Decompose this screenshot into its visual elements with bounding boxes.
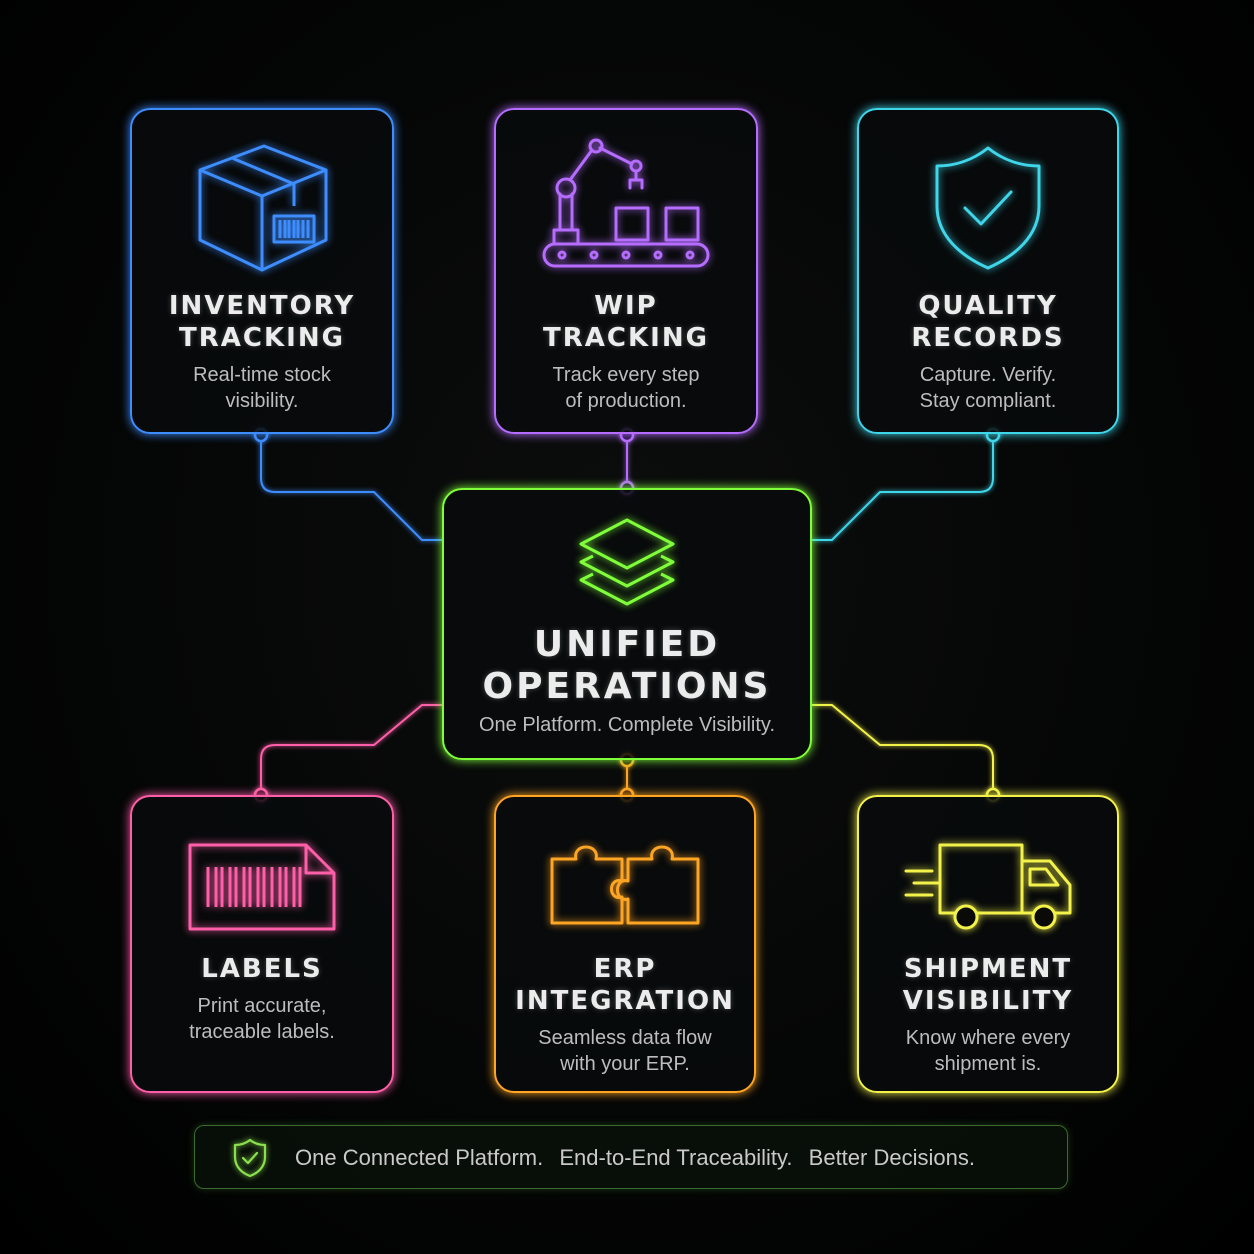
robot-arm-conveyor-icon (496, 138, 756, 272)
shipment-visibility-card: SHIPMENT VISIBILITY Know where every shi… (857, 795, 1119, 1093)
module-description: Capture. Verify. Stay compliant. (919, 364, 1057, 412)
box-barcode-icon (132, 140, 392, 274)
hub-title: UNIFIED OPERATIONS (482, 624, 772, 707)
footer-phrase: Better Decisions. (808, 1145, 975, 1170)
shield-check-icon (859, 144, 1117, 272)
module-title: INVENTORY TRACKING (168, 291, 356, 353)
module-title: LABELS (201, 954, 323, 984)
module-title: WIP TRACKING (543, 291, 709, 353)
quality-records-card: QUALITY RECORDS Capture. Verify. Stay co… (857, 108, 1119, 434)
wire-shipment (812, 704, 994, 795)
footer-text: One Connected Platform. End-to-End Trace… (295, 1144, 985, 1172)
footer-phrase: One Connected Platform. (295, 1145, 544, 1170)
wire-labels (260, 704, 442, 795)
inventory-tracking-card: INVENTORY TRACKING Real-time stock visib… (130, 108, 394, 434)
barcode-label-icon (132, 841, 392, 933)
erp-integration-card: ERP INTEGRATION Seamless data flow with … (494, 795, 756, 1093)
module-description: Print accurate, traceable labels. (189, 995, 335, 1043)
module-title: ERP INTEGRATION (515, 954, 735, 1016)
module-description: Track every step of production. (552, 364, 700, 412)
footer-tagline-bar: One Connected Platform. End-to-End Trace… (194, 1125, 1068, 1189)
hub-subtitle: One Platform. Complete Visibility. (478, 714, 776, 736)
puzzle-pieces-icon (496, 839, 754, 929)
module-description: Real-time stock visibility. (193, 364, 331, 412)
wire-inventory (260, 435, 442, 541)
module-title: QUALITY RECORDS (911, 291, 1065, 353)
footer-phrase: End-to-End Traceability. (559, 1145, 793, 1170)
wip-tracking-card: WIP TRACKING Track every step of product… (494, 108, 758, 434)
module-description: Know where every shipment is. (905, 1027, 1071, 1075)
module-description: Seamless data flow with your ERP. (538, 1027, 712, 1075)
layers-stack-icon (444, 516, 810, 614)
shield-check-icon (233, 1138, 267, 1182)
module-title: SHIPMENT VISIBILITY (902, 954, 1074, 1016)
labels-card: LABELS Print accurate, traceable labels. (130, 795, 394, 1093)
wire-quality (812, 435, 994, 541)
unified-operations-hub: UNIFIED OPERATIONS One Platform. Complet… (442, 488, 812, 760)
delivery-truck-icon (859, 841, 1117, 931)
